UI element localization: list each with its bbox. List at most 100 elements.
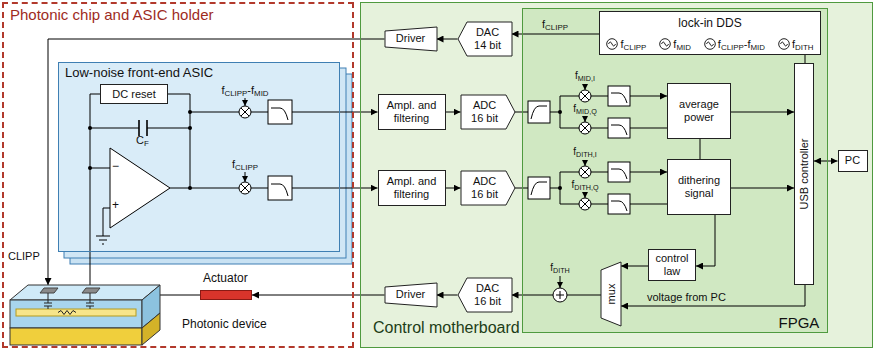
oscillator-symbol — [780, 42, 787, 46]
oscillator-label: fCLIPP-fMID — [718, 38, 765, 50]
signal-label: CLIPP — [8, 250, 40, 263]
subscript: MID — [751, 43, 766, 52]
connector — [621, 285, 805, 306]
block-outline — [601, 262, 621, 326]
region-title: Photonic device — [182, 317, 267, 331]
connector — [340, 188, 378, 189]
asic-stack — [58, 62, 340, 252]
usb-controller: USB controller — [794, 63, 814, 285]
photonic-chip — [10, 285, 160, 300]
connector-label: voltage from PC — [645, 291, 728, 303]
signal-label: fDITH,Q — [571, 179, 598, 191]
connector — [437, 39, 458, 40]
box-label: dithering signal — [670, 174, 728, 199]
oscillator-label: fDITH — [792, 38, 814, 50]
subscript: CLIPP — [224, 89, 247, 98]
region-title: Control motherboard — [373, 319, 520, 337]
oscillator-label: fMID — [673, 38, 691, 50]
block-outline — [458, 22, 512, 56]
connector — [48, 39, 385, 285]
dac-block: DAC 16 bit — [458, 278, 512, 312]
dac-block: DAC 14 bit — [458, 22, 512, 56]
box-label: DAC 16 bit — [466, 282, 504, 307]
amplifier-box: Ampl. and filtering — [378, 170, 446, 206]
signal-label: fDITH — [550, 262, 570, 274]
mixer-symbol — [239, 90, 591, 210]
signal-label: fCLIPP-fMID — [221, 84, 268, 97]
oscillator-symbol — [659, 38, 671, 50]
oscillator-symbol — [779, 39, 790, 50]
photonic-device: Photonic device — [10, 285, 160, 345]
oscillator-symbol — [607, 39, 618, 50]
box-label: USB controller — [798, 139, 810, 210]
region-title: Low-noise front-end ASIC — [65, 65, 213, 80]
box-label: ADC 16 bit — [469, 99, 507, 124]
photonic-chip — [44, 293, 94, 315]
oscillator-item: fCLIPP — [606, 38, 646, 50]
mixer-symbol — [241, 92, 589, 208]
signal-label: CF — [136, 134, 149, 147]
connector — [731, 188, 794, 189]
oscillator-symbol — [609, 42, 616, 46]
block-outline — [385, 27, 437, 51]
fpga-wire — [560, 112, 668, 204]
photonic-chip — [10, 300, 142, 328]
box-label: average power — [670, 98, 728, 123]
region-title: FPGA — [779, 314, 820, 331]
box-label: PC — [845, 154, 860, 167]
oscillator-symbol — [662, 42, 669, 46]
junction-dot — [558, 186, 562, 190]
box-label: ADC 16 bit — [469, 175, 507, 200]
box-label: Ampl. and filtering — [382, 99, 442, 124]
connector — [696, 215, 715, 266]
subscript: CLIPP — [545, 23, 568, 32]
junction-dot — [188, 186, 192, 190]
highpass-filter — [528, 177, 550, 199]
subscript: MID,I — [578, 74, 595, 83]
oscillator-symbol — [606, 38, 618, 50]
photonic-chip — [10, 328, 142, 345]
asic-wire — [90, 94, 340, 252]
reference-arrow — [560, 276, 561, 288]
connector — [252, 295, 385, 296]
signal-label: fDITH,I — [573, 146, 597, 158]
holder-region: Photonic chip and ASIC holderLow-noise f… — [2, 2, 354, 348]
connector — [437, 295, 458, 296]
oscillator-symbol — [778, 38, 790, 50]
oscillator-item: fCLIPP-fMID — [704, 38, 765, 50]
asic-stack — [58, 62, 352, 264]
subscript: MID — [676, 43, 691, 52]
junction-dot — [188, 126, 192, 130]
box-label: control law — [651, 252, 693, 277]
pc-box: PC — [838, 150, 868, 172]
motherboard-ground — [360, 2, 873, 348]
amplifier-box: Ampl. and filtering — [378, 94, 446, 130]
photonic-chip — [40, 288, 58, 293]
block-outline — [385, 283, 437, 307]
connector — [446, 112, 461, 113]
asic-wire — [90, 94, 340, 252]
motherboard-region: Control motherboardDriverDAC 14 bitFPGAl… — [360, 2, 873, 348]
signal-label: fMID,I — [575, 70, 595, 82]
oscillator-symbol — [660, 39, 671, 50]
box-label: DAC 14 bit — [466, 26, 504, 51]
subscript: CLIPP — [721, 43, 744, 52]
reference-arrow — [245, 98, 246, 106]
oscillator-item: fDITH — [778, 38, 814, 50]
photonic-chip — [82, 288, 100, 293]
summing-junction — [556, 291, 564, 299]
signal-label: + — [112, 199, 119, 213]
signal-label: − — [112, 160, 119, 174]
asic-block: Low-noise front-end ASICDC reset — [58, 62, 340, 252]
reference-arrow — [585, 160, 586, 166]
lowpass-filter — [268, 176, 292, 200]
mux-block: mux — [601, 262, 621, 326]
signal-label: fCLIPP — [232, 158, 258, 171]
photonic-chip — [142, 313, 160, 345]
ground-symbol — [96, 236, 110, 244]
highpass-filter — [531, 106, 547, 195]
oscillator-row: fCLIPP fMID fCLIPP-fMID fDITH — [600, 38, 820, 50]
driver-block: Driver — [385, 27, 437, 51]
reference-arrow — [585, 193, 586, 198]
